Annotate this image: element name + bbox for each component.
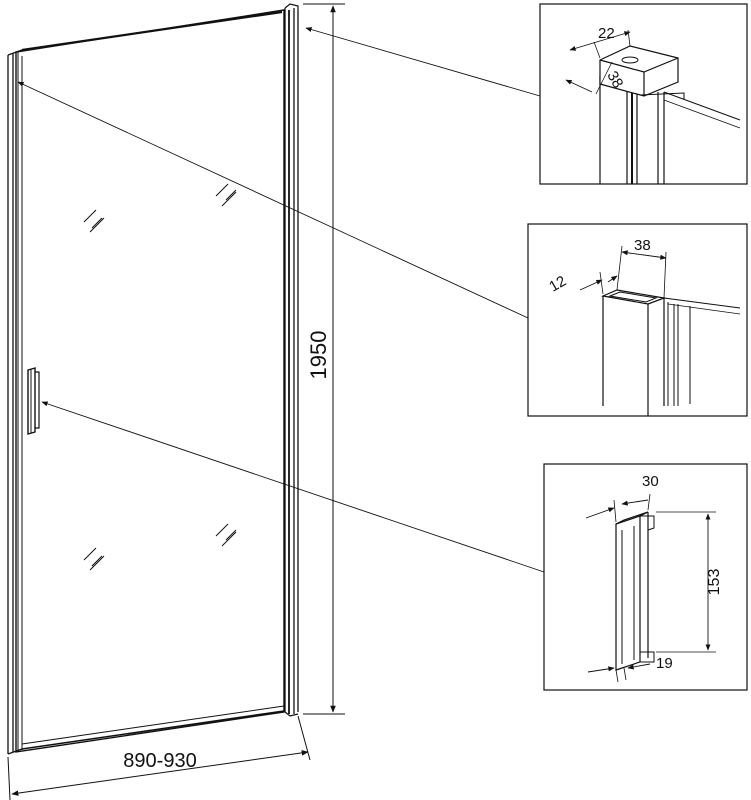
leader-lines — [17, 27, 545, 573]
handle-length-label: 153 — [706, 569, 723, 596]
width-label: 890-930 — [123, 750, 196, 772]
profile-width-label: 38 — [634, 237, 651, 254]
door-panel — [7, 3, 299, 755]
right-hinge-profile — [284, 3, 299, 717]
profile-depth-label: 12 — [546, 273, 569, 296]
top-hinge-depth-label: 38 — [603, 68, 626, 91]
handle-width-label: 30 — [642, 473, 659, 490]
detail-wall-profile: 38 12 — [527, 223, 748, 417]
glass-reflection-icon — [83, 183, 237, 571]
height-dimension: 1950 — [303, 3, 345, 715]
handle-base-label: 19 — [656, 655, 673, 672]
door-handle — [27, 367, 40, 435]
detail-top-hinge: 22 38 — [539, 3, 748, 185]
detail-handle: 30 153 19 — [543, 463, 748, 691]
height-label: 1950 — [306, 331, 331, 380]
width-dimension: 890-930 — [7, 715, 311, 800]
top-hinge-width-label: 22 — [598, 25, 615, 42]
bottom-edge — [21, 710, 285, 750]
left-profile — [7, 49, 23, 755]
top-edge — [21, 10, 283, 52]
